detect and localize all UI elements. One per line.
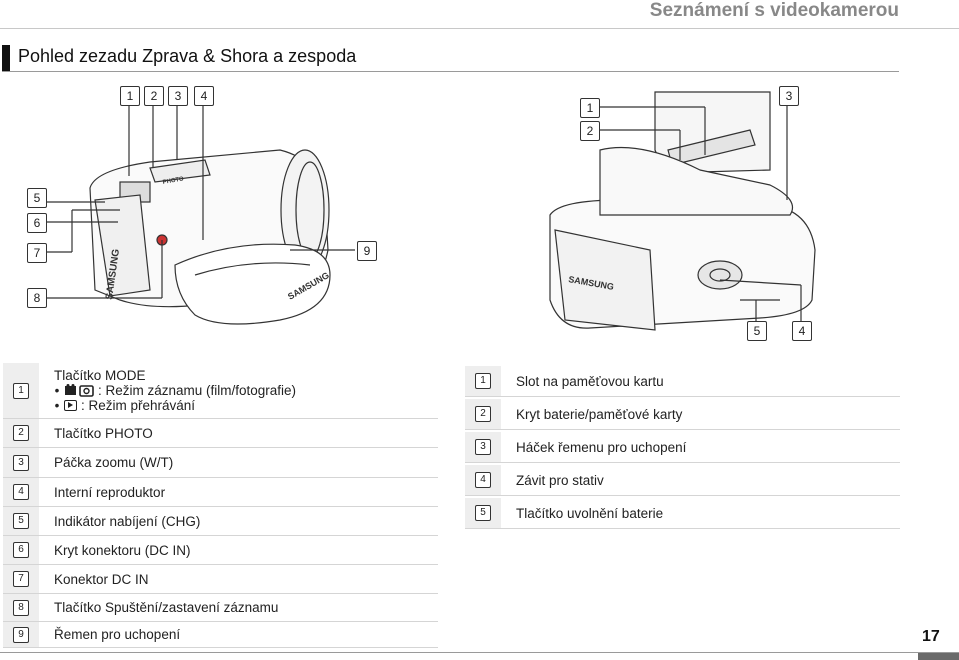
list-number: 4 xyxy=(475,472,491,488)
list-number: 3 xyxy=(475,439,491,455)
list-item: 1 Tlačítko MODE • : Režim záznamu (film/… xyxy=(3,363,438,419)
left-parts-list: 1 Tlačítko MODE • : Režim záznamu (film/… xyxy=(3,363,438,648)
camera-photo-icon xyxy=(65,384,94,397)
list-item: 4 Interní reproduktor xyxy=(3,478,438,507)
callout-3-left: 3 xyxy=(168,86,188,106)
list-item: 5 Indikátor nabíjení (CHG) xyxy=(3,507,438,536)
list-label: Konektor DC IN xyxy=(54,571,149,587)
list-label: Kryt konektoru (DC IN) xyxy=(54,542,191,558)
callout-1-left: 1 xyxy=(120,86,140,106)
page-number: 17 xyxy=(922,628,940,645)
list-label: Řemen pro uchopení xyxy=(54,627,181,642)
list-number: 2 xyxy=(475,406,491,422)
list-item: 9 Řemen pro uchopení xyxy=(3,622,438,648)
photo-button-text: PHOTO xyxy=(162,176,184,186)
callout-3-right: 3 xyxy=(779,86,799,106)
list-number: 2 xyxy=(13,425,29,441)
list-label: Kryt baterie/paměťové karty xyxy=(516,406,683,422)
list-number: 9 xyxy=(13,626,29,643)
list-item: 3 Páčka zoomu (W/T) xyxy=(3,448,438,478)
callout-1-right: 1 xyxy=(580,98,600,118)
list-label: Háček řemenu pro uchopení xyxy=(516,439,687,455)
list-label: Indikátor nabíjení (CHG) xyxy=(54,513,201,529)
list-subitem-text: : Režim přehrávání xyxy=(81,398,196,413)
callout-5-right: 5 xyxy=(747,321,767,341)
callout-7-left: 7 xyxy=(27,243,47,263)
callout-2-right: 2 xyxy=(580,121,600,141)
list-label: Páčka zoomu (W/T) xyxy=(54,455,174,470)
list-item: 7 Konektor DC IN xyxy=(3,565,438,594)
list-label: Tlačítko uvolnění baterie xyxy=(516,505,664,521)
list-number: 5 xyxy=(13,513,29,529)
list-item: 6 Kryt konektoru (DC IN) xyxy=(3,536,438,565)
callout-4-right: 4 xyxy=(792,321,812,341)
list-number: 5 xyxy=(475,505,491,521)
list-number: 4 xyxy=(13,484,29,500)
list-item: 2 Tlačítko PHOTO xyxy=(3,419,438,448)
callout-8-left: 8 xyxy=(27,288,47,308)
section-marker xyxy=(2,45,10,71)
callout-9-left: 9 xyxy=(357,241,377,261)
callout-5-left: 5 xyxy=(27,188,47,208)
camcorder-illustrations: SAMSUNG SAMSUNG SAMSUNG PHOTO xyxy=(47,91,816,331)
list-label: Slot na paměťovou kartu xyxy=(516,373,664,389)
page-number-bar xyxy=(918,653,959,660)
list-number: 8 xyxy=(13,599,29,616)
list-item: 4 Závit pro stativ xyxy=(465,465,900,496)
list-label: Tlačítko PHOTO xyxy=(54,425,153,441)
list-item: 8 Tlačítko Spuštění/zastavení záznamu xyxy=(3,594,438,622)
list-item: 2 Kryt baterie/paměťové karty xyxy=(465,399,900,430)
list-number: 1 xyxy=(13,382,29,399)
list-number: 7 xyxy=(13,571,29,587)
header-rule xyxy=(0,28,959,29)
list-number: 3 xyxy=(13,454,29,471)
list-number: 6 xyxy=(13,542,29,558)
list-label: Závit pro stativ xyxy=(516,472,604,488)
callout-2-left: 2 xyxy=(144,86,164,106)
list-label: Interní reproduktor xyxy=(54,484,166,500)
footer-rule xyxy=(0,652,959,653)
list-number: 1 xyxy=(475,373,491,389)
list-label: Tlačítko MODE xyxy=(54,368,146,383)
play-icon xyxy=(64,400,77,411)
list-label: Tlačítko Spuštění/zastavení záznamu xyxy=(54,600,279,615)
section-rule xyxy=(2,71,899,72)
section-title: Pohled zezadu Zprava & Shora a zespoda xyxy=(18,46,357,66)
list-item: 5 Tlačítko uvolnění baterie xyxy=(465,498,900,529)
list-subitem-text: : Režim záznamu (film/fotografie) xyxy=(98,383,297,398)
right-parts-list: 1 Slot na paměťovou kartu 2 Kryt baterie… xyxy=(465,366,900,531)
chapter-title: Seznámení s videokamerou xyxy=(649,0,899,21)
callout-6-left: 6 xyxy=(27,213,47,233)
list-item: 3 Háček řemenu pro uchopení xyxy=(465,432,900,463)
callout-4-left: 4 xyxy=(194,86,214,106)
list-item: 1 Slot na paměťovou kartu xyxy=(465,366,900,397)
